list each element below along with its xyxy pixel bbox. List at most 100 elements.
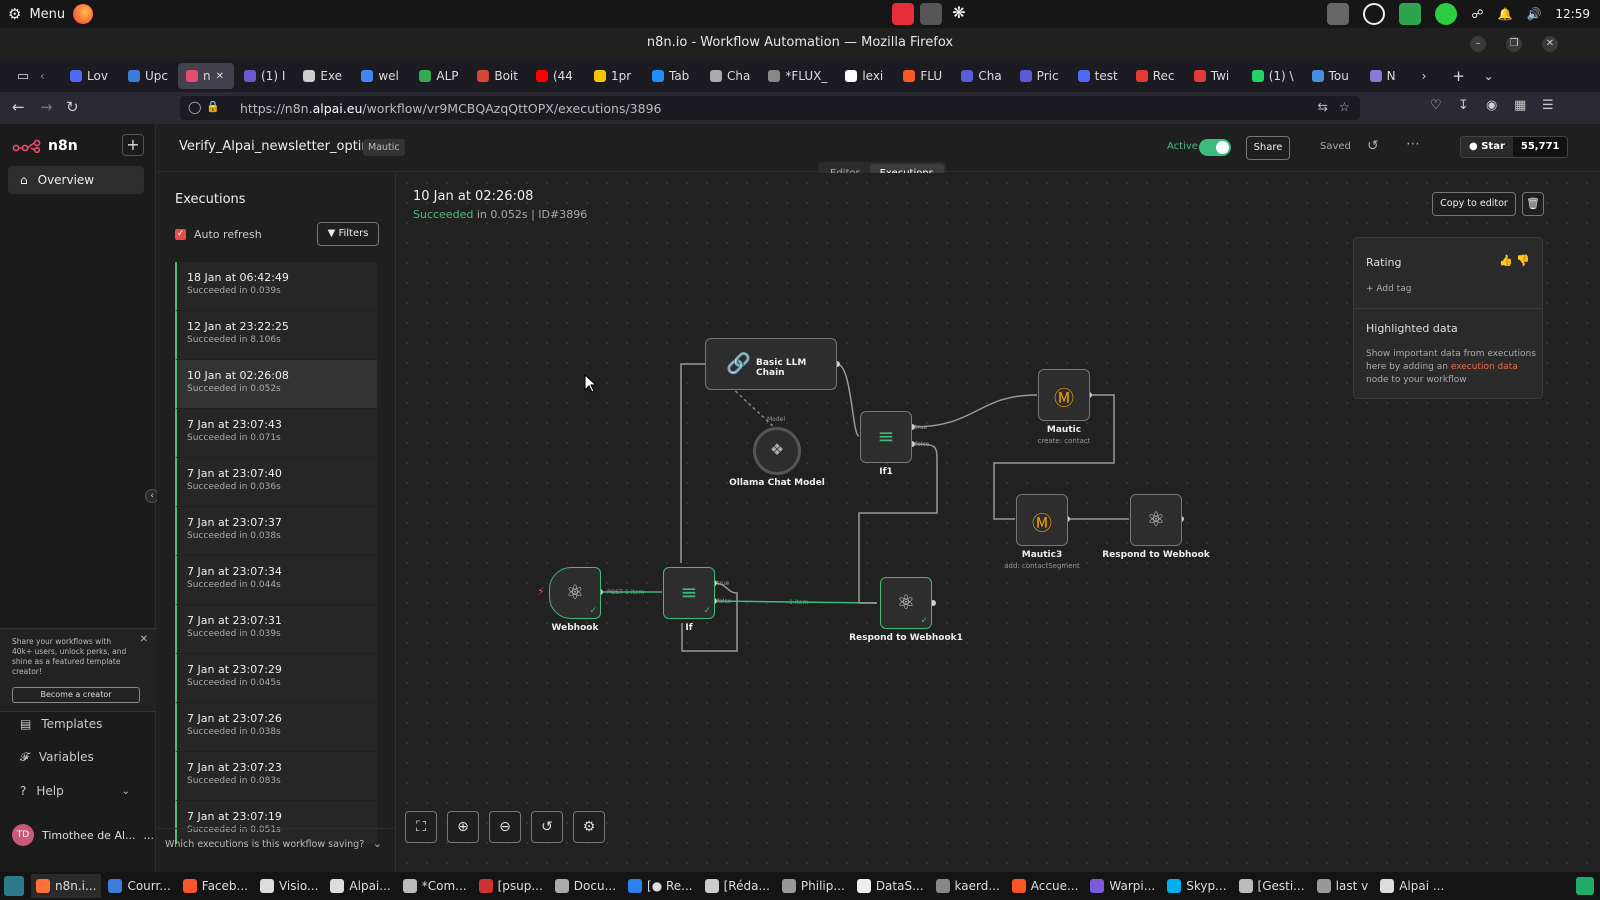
edge-if-false-respond1[interactable] — [713, 600, 878, 604]
node-if1[interactable]: ≡ — [860, 411, 912, 463]
new-tab-icon[interactable]: + — [1452, 67, 1465, 85]
browser-tab[interactable]: *FLUX_ — [760, 63, 835, 89]
taskbar-item[interactable]: Skyp... — [1162, 874, 1231, 898]
fit-view-icon[interactable]: ⛶ — [405, 811, 437, 843]
browser-tab[interactable]: lexi — [837, 63, 893, 89]
workflow-tag[interactable]: Mautic — [363, 139, 405, 156]
minimize-icon[interactable]: – — [1470, 36, 1486, 52]
node-basic-llm-chain[interactable]: 🔗 Basic LLM Chain — [705, 338, 837, 390]
taskbar-tray-icon[interactable] — [1576, 877, 1594, 895]
browser-tab[interactable]: test — [1070, 63, 1126, 89]
workflow-canvas[interactable]: 10 Jan at 02:26:08 Succeeded in 0.052s |… — [397, 173, 1600, 872]
browser-tab[interactable]: Lov — [62, 63, 118, 89]
edge-if1-true-mautic[interactable] — [911, 394, 1038, 428]
more-options-icon[interactable]: ⋯ — [1406, 136, 1420, 152]
github-star-button[interactable]: ● Star 55,771 — [1460, 136, 1569, 158]
taskbar-item[interactable]: Warpi... — [1085, 874, 1160, 898]
taskbar-item[interactable]: [psup... — [474, 874, 548, 898]
browser-tab[interactable]: Cha — [953, 63, 1009, 89]
browser-tab[interactable]: Tab — [644, 63, 700, 89]
downloads-icon[interactable]: ↧ — [1458, 98, 1469, 113]
taskbar-item[interactable]: last v — [1312, 874, 1374, 898]
node-mautic[interactable]: Ⓜ — [1038, 369, 1090, 421]
edge-model[interactable] — [730, 386, 776, 429]
nav-overview[interactable]: ⌂ Overview — [8, 166, 144, 194]
executions-saving-question[interactable]: Which executions is this workflow saving… — [157, 828, 396, 860]
execution-data-link[interactable]: execution data — [1450, 362, 1518, 372]
browser-tab[interactable]: n✕ — [178, 63, 234, 89]
node-respond-to-webhook[interactable]: ⚛ — [1130, 494, 1182, 546]
translate-icon[interactable]: ⇆ — [1317, 99, 1328, 114]
taskbar-item[interactable]: [Gesti... — [1234, 874, 1310, 898]
os-menu[interactable]: ⚙ Menu — [8, 4, 94, 24]
thumbs-up-icon[interactable]: 👍 — [1499, 254, 1513, 267]
taskbar-item[interactable]: Faceb... — [178, 874, 253, 898]
nav-variables[interactable]: 𝓕 Variables — [8, 743, 144, 771]
tray-link-icon[interactable]: ☍ — [1471, 7, 1484, 21]
user-menu[interactable]: TD Timothee de Al... ... — [12, 824, 154, 846]
browser-tab[interactable]: (1) \ — [1244, 63, 1302, 89]
history-icon[interactable]: ↺ — [1367, 138, 1379, 154]
taskbar-item[interactable]: DataS... — [852, 874, 929, 898]
taskbar-item[interactable]: n8n.i... — [31, 874, 102, 898]
lock-icon[interactable]: 🔒 — [206, 100, 220, 113]
browser-tab[interactable]: Cha — [702, 63, 758, 89]
browser-tab[interactable]: Exe — [295, 63, 351, 89]
browser-tab[interactable]: Rec — [1128, 63, 1184, 89]
browser-tab[interactable]: (1) I — [236, 63, 293, 89]
firefox-launcher-icon[interactable] — [73, 4, 94, 24]
reload-icon[interactable]: ↻ — [66, 98, 79, 116]
screen-icon[interactable] — [920, 3, 942, 25]
nav-templates[interactable]: ▤ Templates — [8, 710, 144, 738]
close-window-icon[interactable]: ✕ — [1542, 36, 1558, 52]
taskbar-item[interactable]: Alpai... — [325, 874, 395, 898]
restore-icon[interactable]: ❐ — [1506, 36, 1522, 52]
zoom-in-icon[interactable]: ⊕ — [447, 811, 479, 843]
browser-tab[interactable]: 1pr — [586, 63, 642, 89]
node-webhook[interactable]: ⚛ ✓ — [549, 567, 601, 619]
browser-tab[interactable]: wel — [353, 63, 409, 89]
url-field[interactable]: ◯ 🔒 https://n8n.alpai.eu/workflow/vr9MCB… — [180, 96, 1360, 120]
close-promo-icon[interactable]: ✕ — [139, 634, 148, 645]
edge-mautic-mautic3[interactable] — [993, 394, 1115, 520]
taskbar-item[interactable]: Accue... — [1007, 874, 1084, 898]
bell-icon[interactable]: 🔔 — [1497, 7, 1513, 21]
become-creator-button[interactable]: Become a creator — [12, 687, 140, 703]
browser-tab[interactable]: Pric — [1012, 63, 1068, 89]
n8n-logo[interactable]: n8n — [12, 138, 78, 154]
close-tab-icon[interactable]: ✕ — [215, 70, 224, 82]
clock[interactable]: 12:59 — [1555, 7, 1590, 21]
browser-tab[interactable]: FLU — [895, 63, 951, 89]
volume-icon[interactable]: 🔊 — [1526, 7, 1542, 21]
user-more-icon[interactable]: ... — [143, 828, 155, 842]
taskbar-item[interactable]: [Réda... — [700, 874, 775, 898]
tab-scroll-left-icon[interactable]: ‹ — [40, 69, 45, 83]
browser-tab[interactable]: (44 — [528, 63, 584, 89]
node-ollama-chat-model[interactable]: ❖ — [753, 427, 801, 475]
active-toggle[interactable] — [1199, 139, 1231, 156]
node-mautic3[interactable]: Ⓜ — [1016, 494, 1068, 546]
edge-llm-if1[interactable] — [836, 363, 860, 437]
auto-refresh-checkbox[interactable]: ✓ Auto refresh — [175, 228, 262, 241]
forward-icon[interactable]: → — [40, 98, 53, 116]
shield-icon[interactable]: ◯ — [188, 100, 202, 114]
browser-tab[interactable]: ALP — [411, 63, 467, 89]
taskbar-item[interactable]: Courr... — [103, 874, 175, 898]
delete-execution-icon[interactable]: 🗑 — [1522, 192, 1544, 216]
share-button[interactable]: Share — [1246, 136, 1290, 160]
hamburger-menu-icon[interactable]: ☰ — [1542, 98, 1554, 113]
browser-tab[interactable]: Tou — [1304, 63, 1360, 89]
tray-check-icon[interactable] — [1435, 3, 1458, 25]
taskbar-item[interactable]: kaerd... — [931, 874, 1005, 898]
tray-shield-icon[interactable] — [1399, 3, 1422, 25]
reset-zoom-icon[interactable]: ↺ — [531, 811, 563, 843]
extensions-icon[interactable]: ▦ — [1514, 98, 1527, 113]
